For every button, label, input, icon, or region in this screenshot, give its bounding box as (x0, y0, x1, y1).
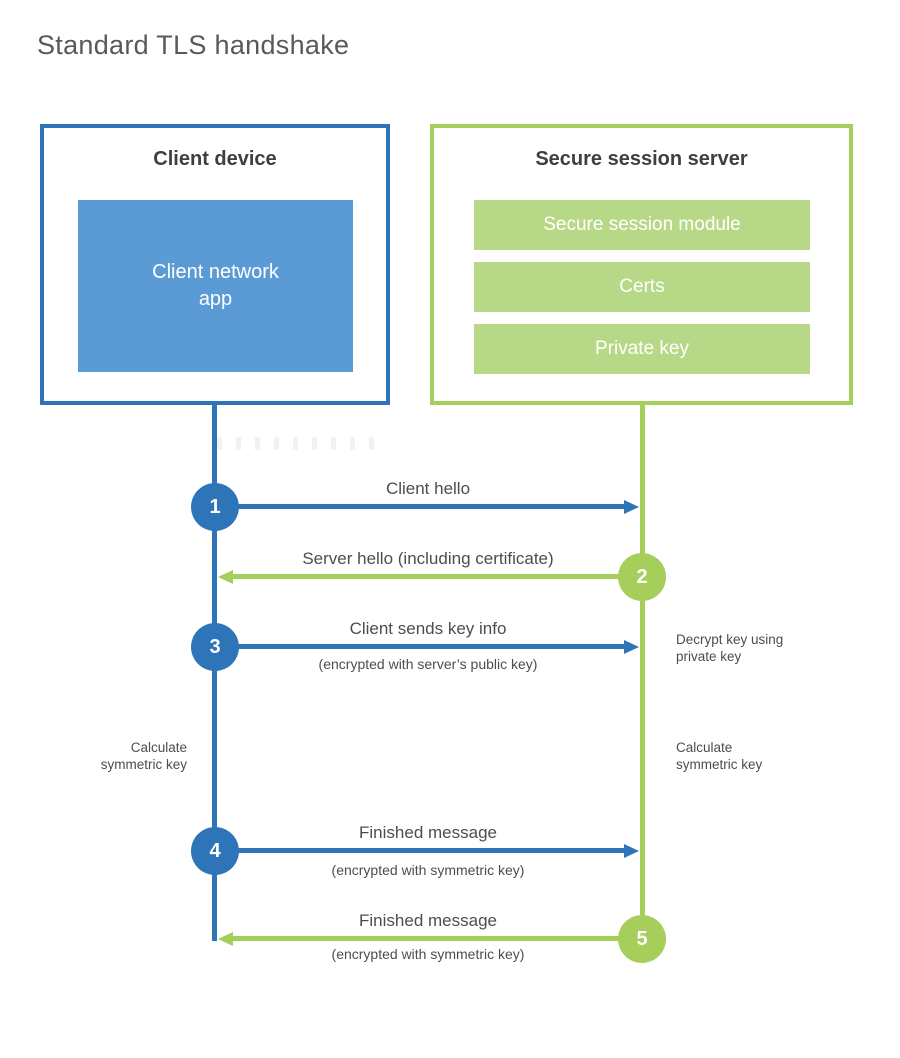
step-2-label: Server hello (including certificate) (302, 549, 554, 568)
module-secure-session-label: Secure session module (543, 214, 741, 235)
module-secure-session: Secure session module (474, 200, 810, 250)
step-5-label: Finished message (359, 911, 497, 930)
server-module-stack: Secure session module Certs Private key (474, 200, 810, 374)
client-device-box: Client device Client network app (40, 124, 390, 405)
client-network-app-box: Client network app (78, 200, 353, 372)
module-private-key: Private key (474, 324, 810, 374)
page-title: Standard TLS handshake (37, 30, 350, 60)
step-2-arrow (233, 574, 642, 579)
module-certs: Certs (474, 262, 810, 312)
step-4-arrow (215, 848, 625, 853)
step-3-sublabel: (encrypted with server’s public key) (318, 656, 538, 672)
module-private-key-label: Private key (595, 338, 689, 359)
step-1-label: Client hello (385, 479, 471, 498)
note-calculate-right: Calculate symmetric key (676, 740, 763, 773)
step-5-arrowhead-icon (218, 932, 233, 946)
step-1-arrow (215, 504, 625, 509)
secure-session-server-title: Secure session server (535, 148, 748, 170)
step-2-arrowhead-icon (218, 570, 233, 584)
step-1-arrowhead-icon (624, 500, 639, 514)
client-network-app-label: Client network app (152, 261, 279, 310)
client-device-title: Client device (153, 148, 277, 170)
step-3-badge: 3 (191, 623, 239, 671)
step-2-number: 2 (636, 565, 648, 588)
step-1-number: 1 (209, 495, 221, 518)
step-4-label: Finished message (359, 823, 497, 842)
step-5-number: 5 (636, 927, 648, 950)
step-5-badge: 5 (618, 915, 666, 963)
step-3-label: Client sends key info (349, 619, 507, 638)
step-4-number: 4 (209, 839, 221, 862)
note-calculate-left: Calculate symmetric key (100, 740, 187, 773)
step-1-badge: 1 (191, 483, 239, 531)
step-4-sublabel: (encrypted with symmetric key) (331, 862, 525, 878)
step-2-badge: 2 (618, 553, 666, 601)
step-4-arrowhead-icon (624, 844, 639, 858)
step-4-badge: 4 (191, 827, 239, 875)
step-3-arrowhead-icon (624, 640, 639, 654)
module-certs-label: Certs (619, 276, 665, 297)
secure-session-server-box: Secure session server Secure session mod… (430, 124, 853, 405)
step-5-arrow (233, 936, 642, 941)
client-lifeline (212, 404, 217, 941)
step-3-number: 3 (209, 635, 221, 658)
ghost-dashes (217, 437, 387, 450)
server-lifeline (640, 404, 645, 940)
note-decrypt-key: Decrypt key using private key (676, 632, 784, 665)
step-3-arrow (215, 644, 625, 649)
step-5-sublabel: (encrypted with symmetric key) (331, 946, 525, 962)
